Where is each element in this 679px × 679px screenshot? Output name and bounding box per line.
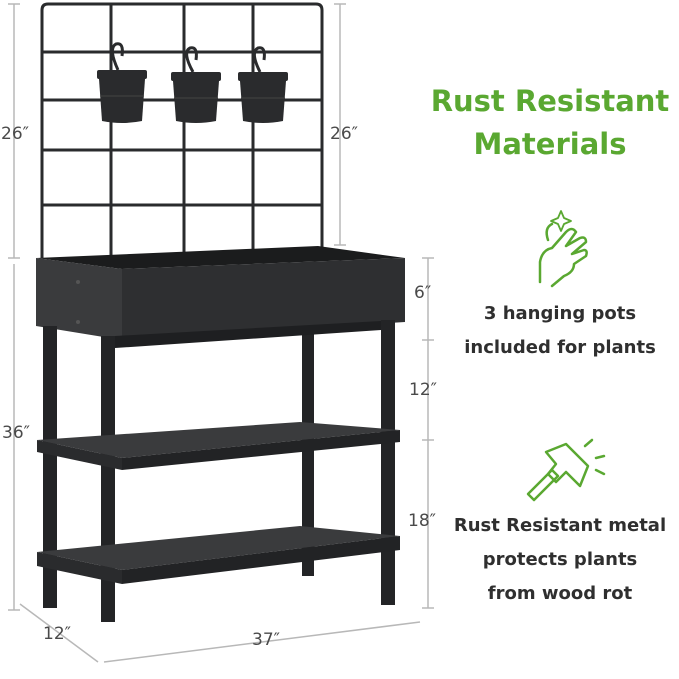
legs — [43, 320, 395, 622]
dimension-overall-height: 36″ — [2, 423, 30, 443]
hanging-pot — [97, 42, 147, 123]
feature-rust-resistant-line-2: protects plants — [482, 549, 638, 570]
planter-box — [36, 246, 405, 340]
feature-rust-resistant: Rust Resistant metal protects plants fro… — [440, 509, 679, 611]
feature-rust-resistant-line-3: from wood rot — [487, 583, 633, 604]
heading-line-2: Materials — [473, 127, 627, 161]
trellis-grid — [40, 2, 324, 258]
hand-snap-icon — [538, 210, 588, 288]
dimension-upper-gap: 12″ — [409, 380, 437, 400]
hammer-icon — [526, 438, 606, 502]
dimension-width: 37″ — [252, 630, 280, 650]
middle-shelf — [37, 422, 400, 470]
dimension-box-depth: 6″ — [414, 283, 432, 303]
dimension-lower-gap: 18″ — [408, 511, 436, 531]
dimension-trellis-height-right: 26″ — [330, 124, 358, 144]
feature-hanging-pots: 3 hanging pots included for plants — [440, 297, 679, 365]
hanging-pot — [238, 46, 288, 123]
feature-rust-resistant-line-1: Rust Resistant metal — [453, 515, 667, 536]
feature-hanging-pots-line-2: included for plants — [464, 337, 656, 358]
hanging-pot — [171, 46, 221, 123]
feature-hanging-pots-line-1: 3 hanging pots — [483, 303, 637, 324]
dimension-lines — [8, 3, 434, 663]
bottom-shelf — [37, 526, 400, 584]
dimension-trellis-height-left: 26″ — [1, 124, 29, 144]
dimension-depth: 12″ — [43, 624, 71, 644]
heading-line-1: Rust Resistant — [430, 84, 670, 118]
